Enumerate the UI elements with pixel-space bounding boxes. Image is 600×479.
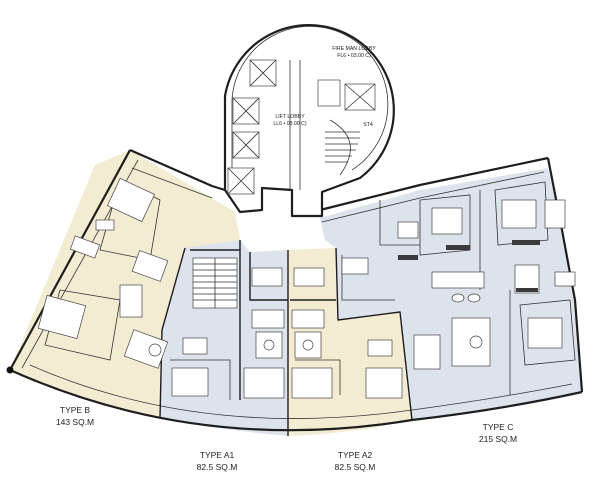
- lift-lobby-code: LL6 • 03.00 C): [273, 121, 307, 127]
- type-c-area: 215 SQ.M: [479, 434, 517, 444]
- lift-shafts: [227, 59, 376, 195]
- stair-label: ST4: [363, 122, 373, 128]
- type-a1-name: TYPE A1: [200, 450, 235, 460]
- unit-labels: TYPE B 143 SQ.M TYPE A1 82.5 SQ.M TYPE A…: [56, 405, 517, 472]
- unit-stair: [192, 257, 238, 309]
- furniture: [37, 177, 576, 399]
- core-tower: FIRE MAN LOBBY FL6 • 03.00 C) LIFT LOBBY…: [223, 24, 395, 218]
- lift-lobby-label: LIFT LOBBY: [275, 114, 305, 120]
- type-a2-name: TYPE A2: [338, 450, 373, 460]
- type-a1-area: 82.5 SQ.M: [197, 462, 238, 472]
- fireman-lobby-label: FIRE MAN LOBBY: [332, 46, 376, 52]
- core-stair: [325, 119, 360, 176]
- zone-type-c[interactable]: [320, 168, 582, 420]
- type-a2-area: 82.5 SQ.M: [335, 462, 376, 472]
- fireman-lobby-code: FL6 • 03.00 C): [337, 53, 371, 59]
- corner-marker: [6, 366, 14, 374]
- type-b-name: TYPE B: [60, 405, 91, 415]
- zone-type-b[interactable]: [10, 150, 240, 418]
- type-c-name: TYPE C: [483, 422, 514, 432]
- type-b-area: 143 SQ.M: [56, 417, 94, 427]
